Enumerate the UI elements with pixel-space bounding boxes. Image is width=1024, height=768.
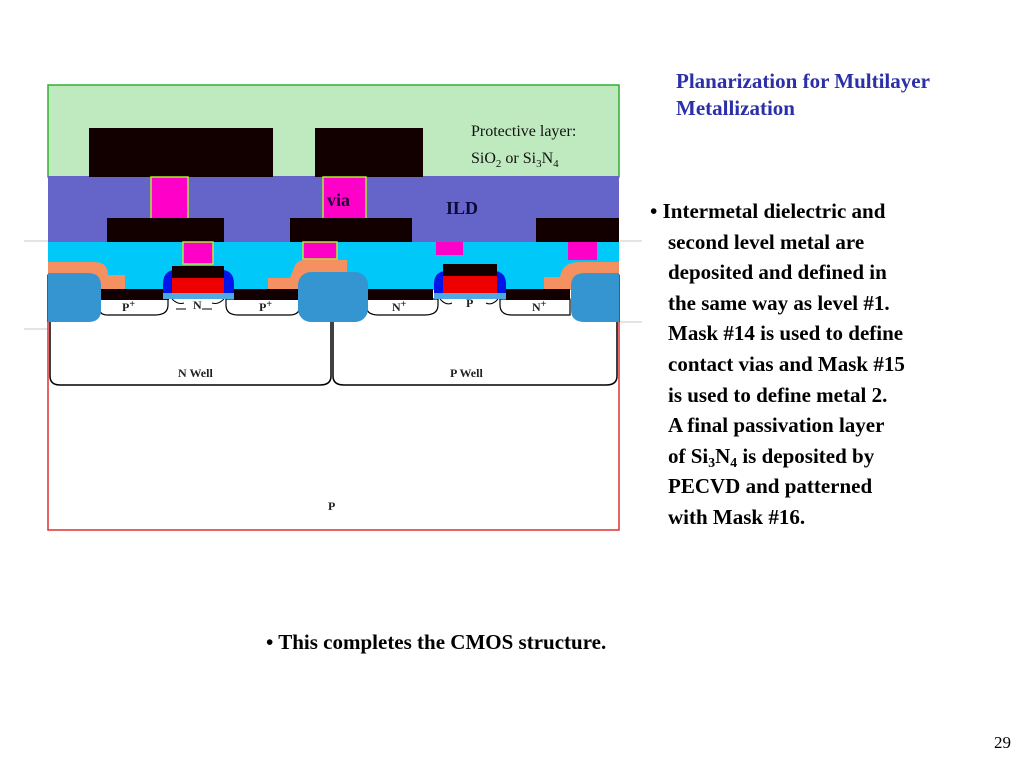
p-plus-right-label: P+ [259,299,272,314]
poly-gate-right [443,276,497,293]
via-left [150,176,189,220]
ldd-curl-nmos-left [171,298,185,304]
p-plus-left-label: P+ [122,299,135,314]
gate-oxide-left [163,293,234,299]
line9-post: is deposited by [737,443,875,468]
field-oxide-left [48,273,101,322]
bullet-line-6: contact vias and Mask #15 [668,351,905,376]
metal1-left [107,218,224,242]
ldd-curl-pmos-left [439,298,453,305]
silicide-n-plus-left [366,289,433,300]
n-plus-right-label: N+ [532,299,547,314]
contact-right-gate [436,242,463,255]
n-channel-label: N [193,298,202,312]
slide-title-line1: Planarization for Multilayer [676,69,930,93]
silicide-p-plus-right [234,289,300,300]
n-well-label: N Well [178,366,213,380]
metal2-left [89,128,273,177]
n-well-outline [49,322,332,386]
n-plus-left-label: N+ [392,299,407,314]
bullet-line-2: second level metal are [668,229,865,254]
field-oxide-middle [298,272,368,322]
page-number: 29 [994,733,1011,752]
bullet-line-1: • Intermetal dielectric and [650,196,980,227]
silicide-n-plus-right [506,289,570,300]
n-plus-right-junction [499,298,571,316]
bullet-line-3: deposited and defined in [668,260,887,285]
via-label: via [327,190,350,210]
bullet-line-5: Mask #14 is used to define [668,321,904,346]
via-right [322,176,367,220]
line9-mid: N [715,443,731,468]
silicide-p-plus-left [100,289,169,300]
ild-label: ILD [446,198,478,218]
bullet-line-11: with Mask #16. [668,504,806,529]
line9-sub1: 3 [708,454,716,470]
poly-gate-left [172,278,224,293]
metal2-right [315,128,423,177]
bullet-line-10: PECVD and patterned [668,474,873,499]
bullet-line-7: is used to define metal 2. [668,382,888,407]
line9-sub2: 4 [730,454,738,470]
p-channel-label: P [466,296,473,310]
ldd-curl-pmos-right [485,298,499,305]
line9-pre: of Si [668,443,709,468]
p-well-outline [332,322,618,386]
bullet-glyph: • [650,199,658,223]
bullet-line-9: of Si3N4 is deposited by [650,441,980,472]
ldd-curl-nmos-right [211,298,225,304]
bullet-line-1-text: Intermetal dielectric and [662,199,886,223]
bullet-line-8: A final passivation layer [668,413,885,438]
contact-middle [302,241,338,260]
metal1-middle [290,218,412,242]
contact-right [568,242,597,260]
slide-title-line2: Metallization [676,96,795,120]
bullet-line-4: the same way as level #1. [668,290,890,315]
gate-silicide-right [443,264,497,276]
gate-oxide-right [434,293,506,299]
p-well-label: P Well [450,366,483,380]
contact-left-gate [182,241,214,265]
protective-layer-formula: SiO2 or Si3N4 [471,150,559,170]
metal1-right [536,218,619,242]
bottom-bullet: • This completes the CMOS structure. [266,630,607,654]
gate-silicide-left [172,266,224,278]
field-oxide-right [571,273,619,322]
p-substrate-label: P [328,499,335,513]
slide-title: Planarization for Multilayer Metallizati… [676,68,1016,122]
protective-layer-label: Protective layer: [471,123,576,140]
main-bullet: • Intermetal dielectric and second level… [650,196,980,533]
